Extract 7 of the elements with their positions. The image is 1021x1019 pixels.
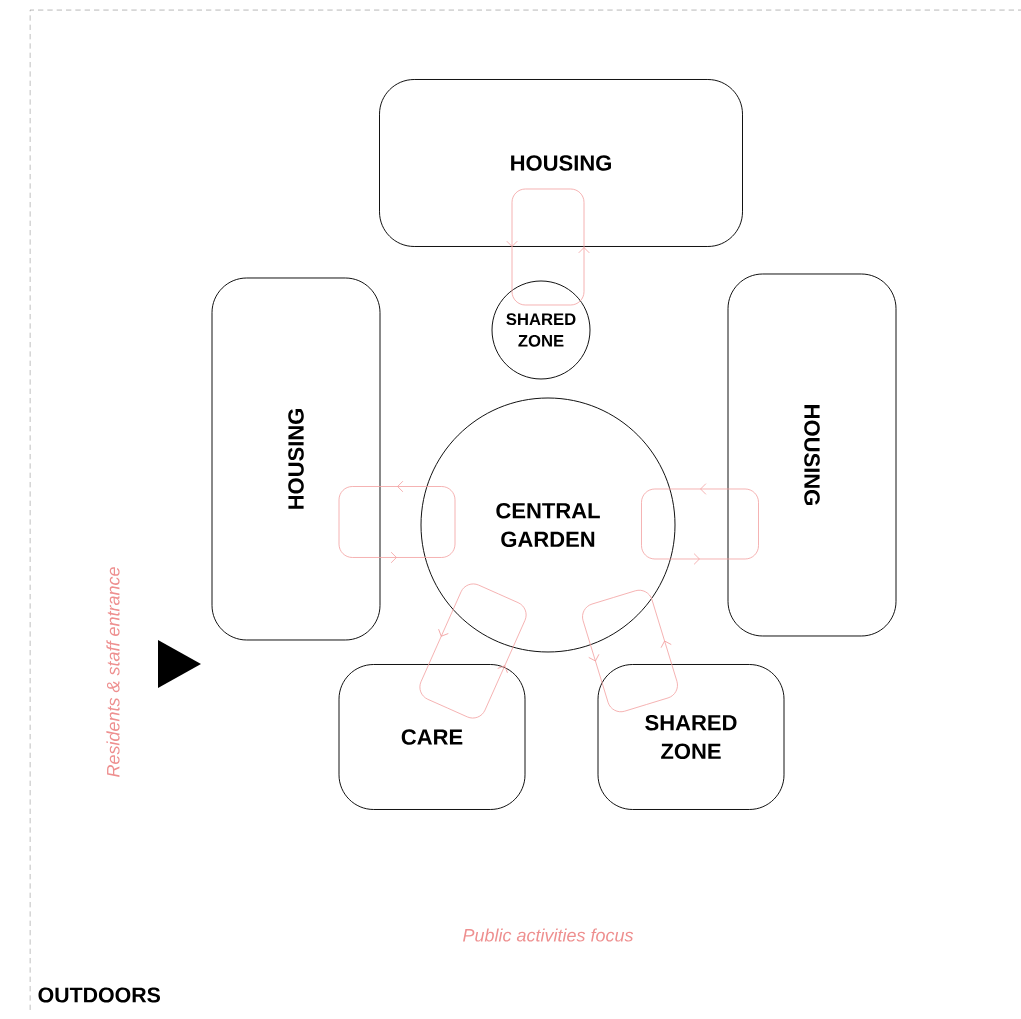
- zone-box: SHARED ZONE: [597, 664, 785, 810]
- note-text: Residents & staff entrance: [106, 567, 120, 777]
- zone-box: CARE: [338, 664, 526, 810]
- zone-box: HOUSING: [379, 79, 743, 247]
- zone-box: HOUSING: [211, 277, 381, 641]
- note-text: Public activities focus: [463, 928, 634, 942]
- zone-box: HOUSING: [727, 273, 897, 637]
